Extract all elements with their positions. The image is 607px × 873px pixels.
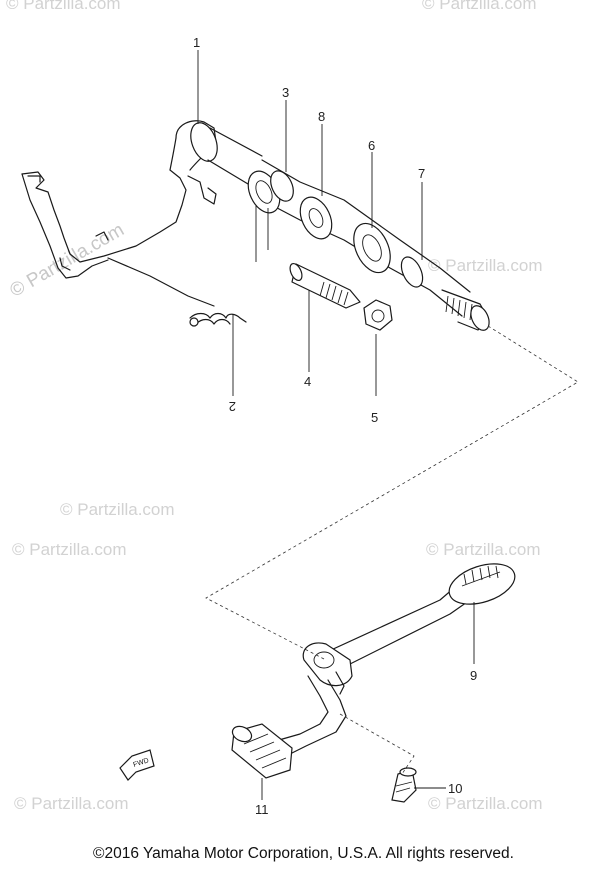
rubber-peg-part-11	[231, 723, 293, 779]
connection-line-bolt	[339, 713, 415, 775]
circlip-part-3	[247, 170, 294, 214]
bolt-part-10	[391, 767, 417, 803]
callout-10: 10	[448, 781, 462, 796]
watermark-center: © Partzilla.com	[60, 500, 175, 519]
callout-11: 11	[255, 802, 269, 817]
watermark-mid-right: © Partzilla.com	[426, 540, 541, 559]
fwd-label: FWD	[132, 757, 149, 769]
callout-1: 1	[193, 35, 200, 50]
watermark-top-left: © Partzilla.com	[6, 0, 121, 13]
callout-6: 6	[368, 138, 375, 153]
fwd-arrow-icon: FWD	[119, 749, 155, 781]
callout-5: 5	[371, 410, 378, 425]
copyright-notice: ©2016 Yamaha Motor Corporation, U.S.A. A…	[93, 845, 514, 862]
shift-pedal-part-9	[271, 563, 516, 757]
callout-2: 2	[229, 399, 236, 414]
nut-part-5	[363, 299, 393, 331]
callout-8: 8	[318, 109, 325, 124]
connection-line-shaft-to-pedal	[205, 325, 579, 661]
bolt-part-4	[289, 262, 361, 309]
watermark-mid-left: © Partzilla.com	[12, 540, 127, 559]
watermark-top-right: © Partzilla.com	[422, 0, 537, 13]
callout-4: 4	[304, 374, 311, 389]
callout-7: 7	[418, 166, 425, 181]
return-spring-part-2	[107, 257, 247, 327]
washer-part-8	[299, 196, 333, 240]
shift-shaft-assembly	[21, 120, 490, 331]
watermark-lower-right: © Partzilla.com	[428, 794, 543, 813]
watermark-upper-right: © Partzilla.com	[428, 256, 543, 275]
leader-lines	[197, 50, 475, 800]
watermark-lower-left: © Partzilla.com	[14, 794, 129, 813]
callout-3: 3	[282, 85, 289, 100]
callout-9: 9	[470, 668, 477, 683]
